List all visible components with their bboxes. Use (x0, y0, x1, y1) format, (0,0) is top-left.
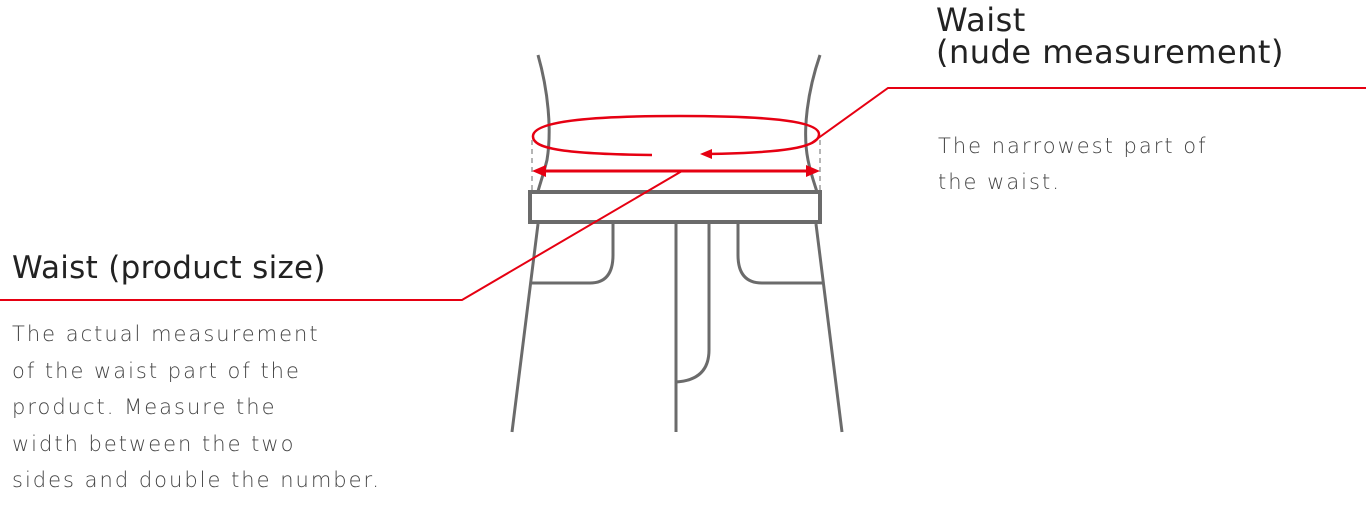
pants-right-leg (814, 223, 844, 433)
product-width-arrowhead-left (532, 165, 546, 177)
nude-title-line-2: (nude measurement) (936, 33, 1284, 71)
product-desc-line-4: width between the two (12, 431, 296, 456)
nude-title-line-1: Waist (936, 1, 1026, 39)
product-size-description: The actual measurement of the waist part… (12, 316, 552, 499)
torso-right-outline (804, 54, 822, 201)
nude-measurement-title: Waist (nude measurement) (936, 4, 1284, 68)
fly-stitch (675, 224, 711, 384)
waistband (528, 190, 822, 224)
nude-desc-line-2: the waist. (938, 170, 1061, 194)
product-width-arrowhead-right (806, 165, 820, 177)
product-desc-line-2: of the waist part of the (12, 358, 301, 383)
nude-leader-line (809, 87, 1366, 145)
waist-circumference-back (531, 114, 821, 157)
right-pocket (736, 224, 823, 285)
waist-circumference-arrowhead (700, 149, 712, 159)
torso-left-outline (534, 54, 551, 201)
product-size-title: Waist (product size) (12, 250, 326, 286)
nude-desc-line-1: The narrowest part of (938, 134, 1208, 158)
product-leader-line (0, 170, 683, 301)
nude-measurement-description: The narrowest part of the waist. (938, 128, 1318, 200)
product-desc-line-3: product. Measure the (12, 395, 277, 419)
left-pocket (532, 224, 615, 285)
product-desc-line-1: The actual measurement (12, 322, 320, 346)
product-desc-line-5: sides and double the number. (12, 468, 381, 492)
